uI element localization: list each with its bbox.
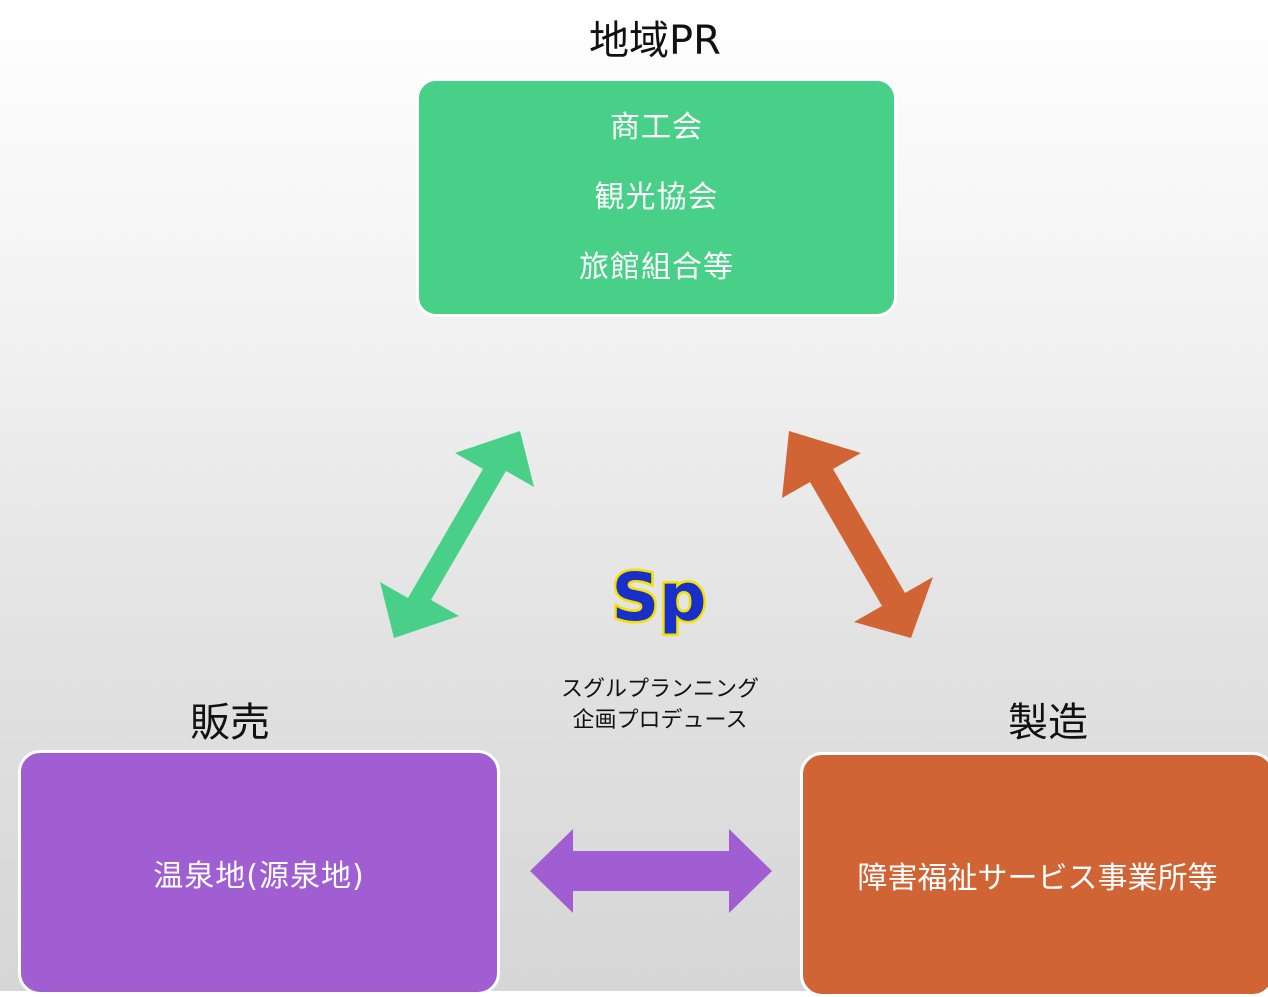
manufacturing-box: 障害福祉サービス事業所等	[800, 752, 1268, 997]
sales-heading: 販売	[190, 700, 270, 746]
green-double-arrow	[380, 431, 534, 638]
sales-box-text: 温泉地(源泉地)	[153, 858, 365, 894]
purple-double-arrow	[530, 829, 772, 913]
manufacturing-box-text: 障害福祉サービス事業所等	[857, 860, 1218, 896]
region-pr-item-commerce: 商工会	[610, 109, 703, 145]
manufacturing-heading: 製造	[1008, 700, 1088, 746]
region-pr-box: 商工会 観光協会 旅館組合等	[416, 78, 897, 317]
logo-caption-line1: スグルプランニング	[560, 677, 759, 702]
region-pr-heading: 地域PR	[589, 18, 721, 64]
region-pr-item-ryokan: 旅館組合等	[579, 249, 734, 285]
logo-caption-line2: 企画プロデュース	[572, 708, 748, 733]
region-pr-item-tourism: 観光協会	[594, 179, 719, 215]
logo-caption: スグルプランニング 企画プロデュース	[510, 674, 810, 736]
sp-logo-icon: Sp	[609, 558, 709, 638]
sp-logo-text: Sp	[612, 559, 707, 636]
orange-double-arrow	[782, 431, 933, 638]
